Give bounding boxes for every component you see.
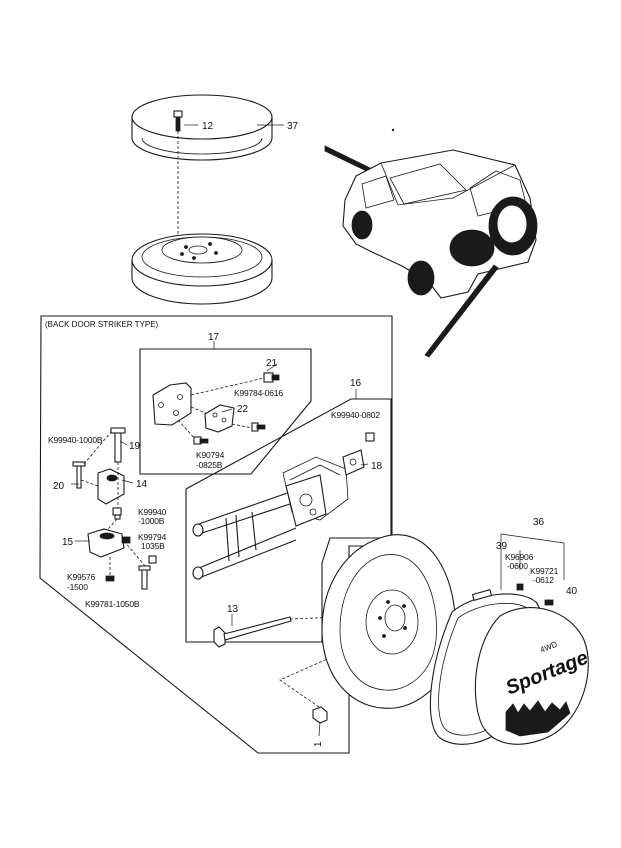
- partno-k99576: K99576: [67, 572, 96, 582]
- callout-16: 16: [350, 378, 362, 389]
- vehicle-illustration: [324, 145, 538, 358]
- partno-k99940-1000b: K99940-1000B: [48, 435, 103, 445]
- partno-k99784-0616: K99784-0616: [234, 388, 283, 398]
- wheel-rim: [131, 233, 273, 305]
- group-label: (BACK DOOR STRIKER TYPE): [45, 320, 159, 329]
- tire-cover: [429, 583, 589, 745]
- striker-hardware-left: [72, 427, 157, 590]
- partno-1500: -1500: [67, 582, 88, 592]
- callout-12: 12: [202, 121, 214, 132]
- callout-13: 13: [227, 604, 239, 615]
- carrier-bracket: [192, 432, 375, 580]
- lower-bolts: [213, 616, 371, 724]
- partno-1000b: -1000B: [138, 516, 165, 526]
- callout-20: 20: [53, 481, 65, 492]
- partno-0825b: -0825B: [196, 460, 223, 470]
- spare-tire-carrier: [321, 534, 457, 709]
- callout-1: 1: [313, 741, 324, 747]
- partno-0600: -0600: [507, 561, 528, 571]
- callout-17: 17: [208, 332, 220, 343]
- callout-39: 39: [496, 541, 508, 552]
- callout-40: 40: [566, 586, 578, 597]
- callout-37: 37: [287, 121, 299, 132]
- partno-k99721: K99721: [530, 566, 559, 576]
- callout-36: 36: [533, 517, 545, 528]
- group-36-bracket: [500, 533, 565, 590]
- partno-k96906: K96906: [505, 552, 534, 562]
- partno-k90794: K90794: [196, 450, 225, 460]
- partno-k99940-0802: K99940-0802: [331, 410, 380, 420]
- leader-lines: [71, 124, 369, 737]
- speck-mark: [391, 128, 395, 132]
- partno-k99781-1050b: K99781-1050B: [85, 599, 140, 609]
- callout-19: 19: [129, 441, 141, 452]
- callout-22: 22: [237, 404, 249, 415]
- callout-14: 14: [136, 479, 148, 490]
- spare-tire-assembly-top: [131, 94, 273, 238]
- callout-18: 18: [371, 461, 383, 472]
- box-16: [185, 389, 392, 643]
- partno-k99940: K99940: [138, 507, 167, 517]
- partno-0612: -0612: [533, 575, 554, 585]
- striker-plate: [152, 372, 280, 445]
- callout-21: 21: [266, 358, 278, 369]
- partno-k99794: K99794: [138, 532, 167, 542]
- callout-15: 15: [62, 537, 74, 548]
- partno-1035b: 1035B: [141, 541, 165, 551]
